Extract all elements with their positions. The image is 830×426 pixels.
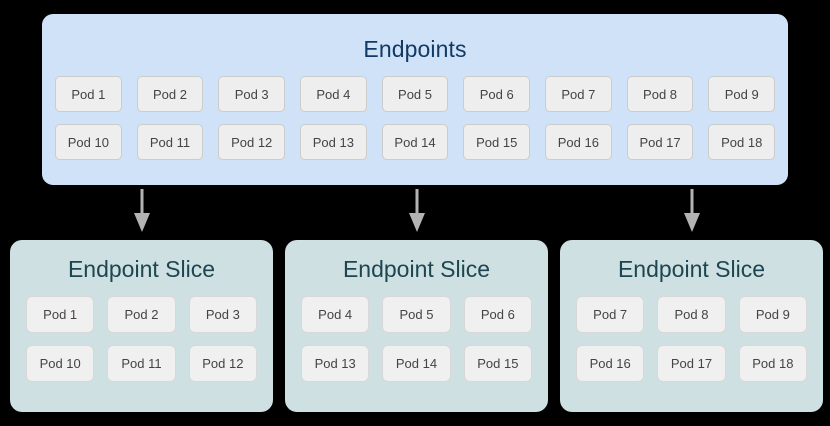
pod-chip[interactable]: Pod 10	[26, 345, 95, 382]
pod-chip[interactable]: Pod 9	[708, 76, 776, 112]
endpoint-slice-title: Endpoint Slice	[67, 256, 216, 282]
pod-chip[interactable]: Pod 15	[463, 124, 531, 160]
pod-chip[interactable]: Pod 17	[657, 345, 726, 382]
arrow-down-icon	[406, 189, 428, 233]
endpoint-slice-pod-row: Pod 1 Pod 2 Pod 3	[26, 296, 257, 333]
pod-chip[interactable]: Pod 9	[738, 296, 807, 333]
endpoint-slice-pod-grid: Pod 4 Pod 5 Pod 6 Pod 13 Pod 14 Pod 15	[301, 296, 532, 394]
pod-chip[interactable]: Pod 1	[55, 76, 122, 112]
pod-chip[interactable]: Pod 2	[107, 296, 176, 333]
pod-chip[interactable]: Pod 1	[26, 296, 95, 333]
pod-chip[interactable]: Pod 4	[300, 76, 367, 112]
pod-chip[interactable]: Pod 18	[738, 345, 807, 382]
endpoint-slice-title: Endpoint Slice	[617, 256, 766, 282]
pod-chip[interactable]: Pod 11	[136, 124, 204, 160]
pod-chip[interactable]: Pod 12	[218, 124, 286, 160]
pod-chip[interactable]: Pod 6	[463, 296, 532, 333]
pod-chip[interactable]: Pod 3	[188, 296, 257, 333]
endpoint-slice-pod-row: Pod 10 Pod 11 Pod 12	[26, 345, 257, 382]
pod-chip[interactable]: Pod 10	[55, 124, 122, 160]
pod-chip[interactable]: Pod 7	[576, 296, 645, 333]
endpoint-slice-panel-2: Endpoint Slice Pod 4 Pod 5 Pod 6 Pod 13 …	[285, 240, 548, 412]
pod-chip[interactable]: Pod 13	[300, 124, 367, 160]
pod-chip[interactable]: Pod 8	[626, 76, 694, 112]
pod-chip[interactable]: Pod 15	[463, 345, 532, 382]
endpoint-slice-pod-grid: Pod 1 Pod 2 Pod 3 Pod 10 Pod 11 Pod 12	[26, 296, 257, 394]
pod-chip[interactable]: Pod 7	[545, 76, 612, 112]
pod-chip[interactable]: Pod 11	[107, 345, 176, 382]
endpoint-slice-pod-row: Pod 7 Pod 8 Pod 9	[576, 296, 807, 333]
pod-chip[interactable]: Pod 6	[463, 76, 531, 112]
endpoints-title: Endpoints	[363, 36, 467, 62]
pod-chip[interactable]: Pod 8	[657, 296, 726, 333]
endpoint-slice-pod-row: Pod 13 Pod 14 Pod 15	[301, 345, 532, 382]
endpoint-slice-pod-row: Pod 16 Pod 17 Pod 18	[576, 345, 807, 382]
pod-chip[interactable]: Pod 17	[626, 124, 694, 160]
pod-chip[interactable]: Pod 13	[301, 345, 370, 382]
endpoint-slice-panel-1: Endpoint Slice Pod 1 Pod 2 Pod 3 Pod 10 …	[10, 240, 273, 412]
pod-chip[interactable]: Pod 3	[218, 76, 286, 112]
pod-chip[interactable]: Pod 16	[545, 124, 612, 160]
endpoint-slice-pod-row: Pod 4 Pod 5 Pod 6	[301, 296, 532, 333]
endpoint-slice-title: Endpoint Slice	[342, 256, 491, 282]
endpoint-slice-pod-grid: Pod 7 Pod 8 Pod 9 Pod 16 Pod 17 Pod 18	[576, 296, 807, 394]
pod-chip[interactable]: Pod 12	[188, 345, 257, 382]
pod-chip[interactable]: Pod 2	[136, 76, 204, 112]
arrow-down-icon	[131, 189, 153, 233]
pod-chip[interactable]: Pod 16	[576, 345, 645, 382]
pod-chip[interactable]: Pod 4	[301, 296, 370, 333]
endpoint-slice-panel-3: Endpoint Slice Pod 7 Pod 8 Pod 9 Pod 16 …	[560, 240, 823, 412]
pod-chip[interactable]: Pod 18	[708, 124, 776, 160]
arrow-down-icon	[681, 189, 703, 233]
pod-chip[interactable]: Pod 14	[382, 345, 451, 382]
endpoints-pod-grid: Pod 1 Pod 2 Pod 3 Pod 4 Pod 5 Pod 6 Pod …	[55, 76, 776, 172]
endpoints-pod-row: Pod 10 Pod 11 Pod 12 Pod 13 Pod 14 Pod 1…	[55, 124, 776, 160]
pod-chip[interactable]: Pod 5	[382, 296, 451, 333]
endpoints-panel: Endpoints Pod 1 Pod 2 Pod 3 Pod 4 Pod 5 …	[42, 14, 788, 185]
endpoints-pod-row: Pod 1 Pod 2 Pod 3 Pod 4 Pod 5 Pod 6 Pod …	[55, 76, 776, 112]
pod-chip[interactable]: Pod 5	[381, 76, 449, 112]
pod-chip[interactable]: Pod 14	[381, 124, 449, 160]
